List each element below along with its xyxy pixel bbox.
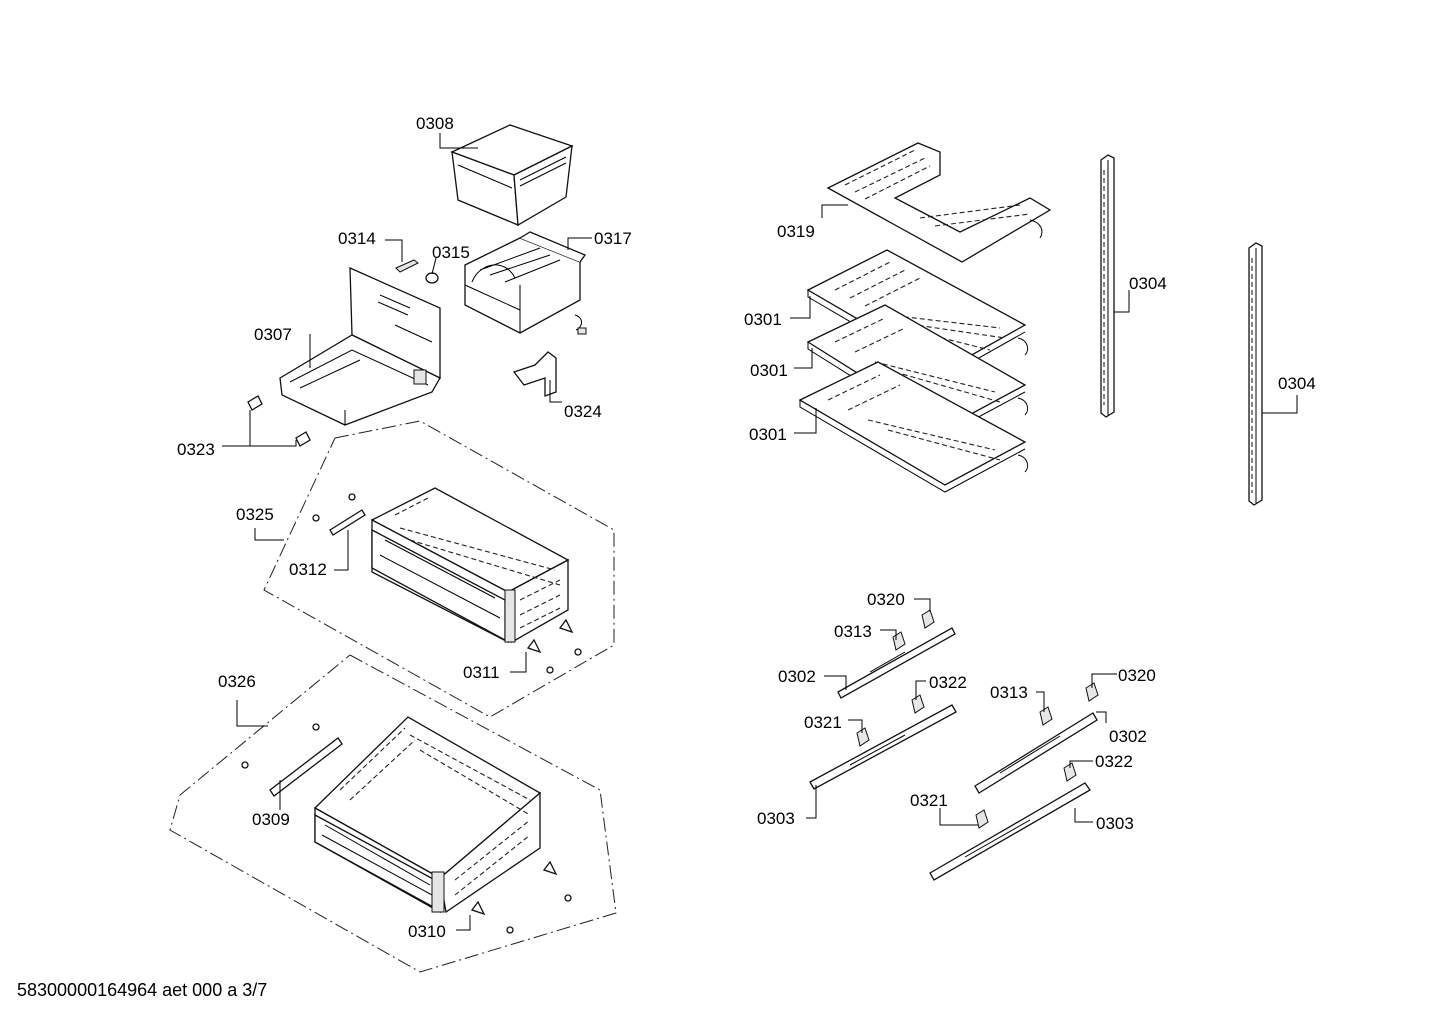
part-drawer-basket-lower (313, 716, 542, 914)
label-0312: 0312 (289, 560, 327, 579)
part-0314-strip (395, 259, 419, 273)
part-0303-rail-right (929, 782, 1091, 881)
part-0317-ice-maker (464, 231, 587, 335)
label-0322-right: 0322 (1095, 752, 1133, 771)
label-0313-right: 0313 (990, 683, 1028, 702)
label-0310: 0310 (408, 922, 446, 941)
label-0324: 0324 (564, 402, 602, 421)
part-0302-rail-right (974, 712, 1098, 794)
part-drawer-basket-upper (370, 487, 570, 644)
part-small-clips-right (856, 609, 1099, 829)
label-0303-right: 0303 (1096, 814, 1134, 833)
label-0325: 0325 (236, 505, 274, 524)
label-0313-left: 0313 (834, 622, 872, 641)
label-0301-bottom: 0301 (749, 425, 787, 444)
label-0314: 0314 (338, 229, 376, 248)
group-0325-outline (263, 420, 615, 718)
label-0311: 0311 (463, 663, 500, 682)
part-0323-bumpers (247, 395, 311, 447)
label-0308: 0308 (416, 114, 454, 133)
label-0304-left: 0304 (1129, 274, 1167, 293)
part-0302-rail-left (837, 627, 956, 699)
part-0324-bracket (512, 351, 557, 397)
label-0302-left: 0302 (778, 667, 816, 686)
label-0309: 0309 (252, 810, 290, 829)
label-0326: 0326 (218, 672, 256, 691)
label-0322-left: 0322 (929, 673, 967, 692)
part-labels: 0308 0314 0315 0317 0307 0324 0323 0325 … (177, 114, 1316, 941)
label-0302-right: 0302 (1109, 727, 1147, 746)
label-0319: 0319 (777, 222, 815, 241)
label-0301-middle: 0301 (750, 361, 788, 380)
label-0320-right: 0320 (1118, 666, 1156, 685)
document-code-footer: 58300000164964 aet 000 a 3/7 (17, 980, 268, 1000)
label-0307: 0307 (254, 325, 292, 344)
part-0308-ice-bucket (450, 124, 574, 227)
label-0321-right: 0321 (910, 791, 948, 810)
part-0311-clips-upper (526, 618, 582, 674)
label-0321-left: 0321 (804, 713, 842, 732)
part-0301-shelf-3 (798, 361, 1029, 493)
part-0309-rail-lower (241, 723, 343, 797)
group-0326-outline (169, 654, 617, 973)
label-0320-left: 0320 (867, 590, 905, 609)
part-0312-rail-upper (312, 493, 366, 536)
part-0319-shelf (826, 142, 1052, 263)
part-0303-rail-left (809, 704, 957, 790)
part-0315-ring (425, 272, 439, 284)
label-0301-top: 0301 (744, 310, 782, 329)
part-0304-upright-2 (1248, 242, 1263, 506)
label-0323: 0323 (177, 440, 215, 459)
label-0304-right: 0304 (1278, 374, 1316, 393)
label-0303-left: 0303 (757, 809, 795, 828)
part-0304-upright-1 (1100, 154, 1115, 418)
part-0307-housing (279, 266, 441, 426)
label-0315: 0315 (432, 243, 470, 262)
part-0310-clips-lower (470, 860, 572, 934)
label-0317: 0317 (594, 229, 632, 248)
leader-lines (222, 133, 1298, 931)
